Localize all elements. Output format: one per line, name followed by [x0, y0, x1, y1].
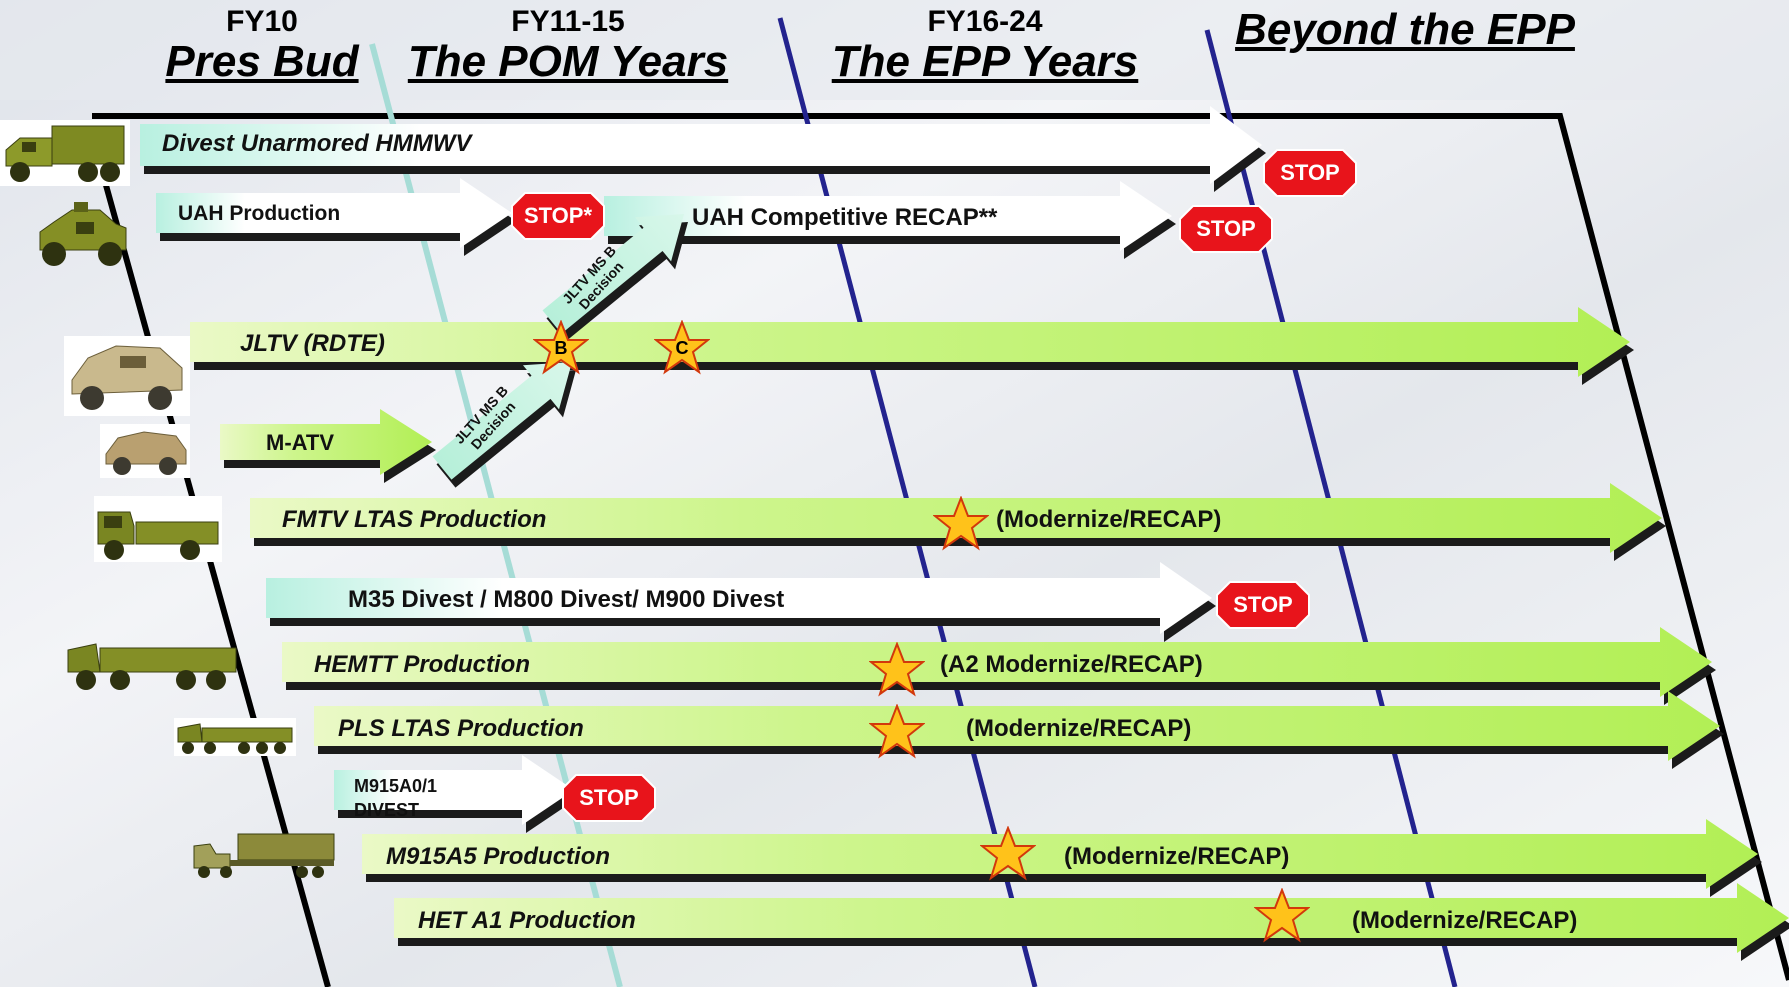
arrow-m915a0-divest: [334, 755, 574, 825]
stop-label: STOP: [1233, 592, 1293, 617]
tractor-trailer-icon: [193, 833, 335, 878]
arrow-jltv-to-recap-decision: [542, 214, 684, 334]
milestone-b-star: B: [532, 319, 590, 376]
row-label-m35-divest: M35 Divest / M800 Divest/ M900 Divest: [348, 586, 785, 613]
row-label-het: HET A1 Production: [418, 907, 636, 934]
stop-sign-uah: STOP*: [510, 192, 606, 240]
arrow-pls: [314, 691, 1720, 761]
hemtt-icon: [67, 643, 237, 690]
row-label-hemtt: HEMTT Production: [314, 651, 530, 678]
arrow-uah-recap: [604, 181, 1172, 251]
row-note-het: (Modernize/RECAP): [1352, 907, 1578, 934]
row-label-hmmwv-divest: Divest Unarmored HMMWV: [162, 130, 472, 157]
column-fy: FY16-24: [927, 5, 1043, 38]
column-fy: FY10: [226, 5, 298, 38]
row-label-jltv: JLTV (RDTE): [240, 330, 385, 357]
row-label-matv: M-ATV: [266, 430, 335, 455]
row-label-m915a5: M915A5 Production: [386, 843, 611, 870]
box-truck-icon: [0, 120, 130, 186]
stop-label: STOP: [1280, 160, 1340, 185]
row-label-m915a0-divest: M915A0/1 DIVEST: [354, 776, 438, 816]
row-note-hemtt: (A2 Modernize/RECAP): [940, 651, 1203, 678]
column-title: Beyond the EPP: [1235, 5, 1575, 54]
stop-sign-m915a0: STOP: [562, 774, 656, 822]
arrow-m35-divest: [266, 562, 1212, 634]
stop-sign-uah-recap: STOP: [1179, 205, 1273, 253]
stop-label: STOP: [1196, 216, 1256, 241]
hemtt-star: [868, 641, 926, 698]
column-fy: FY11-15: [511, 5, 625, 38]
row-note-pls: (Modernize/RECAP): [966, 715, 1192, 742]
m915a5-star: [979, 825, 1037, 882]
column-title: The EPP Years: [831, 37, 1139, 86]
pls-star: [868, 703, 926, 760]
milestone-c-star: C: [653, 319, 711, 376]
stop-label: STOP: [579, 785, 639, 810]
column-header-epp: FY16-24 The EPP Years: [830, 6, 1140, 86]
milestone-b-label: B: [554, 337, 568, 358]
arrow-hmmwv-divest: [140, 106, 1262, 184]
column-title: The POM Years: [407, 37, 729, 86]
arrow-matv-to-jltv-decision: [432, 361, 573, 480]
cargo-truck-icon: [94, 496, 222, 562]
row-label-uah-recap: UAH Competitive RECAP**: [692, 204, 998, 231]
arrow-hemtt: [282, 627, 1712, 697]
column-header-pom: FY11-15 The POM Years: [400, 6, 736, 86]
row-label-uah-production: UAH Production: [178, 202, 341, 225]
row-label-fmtv: FMTV LTAS Production: [282, 506, 547, 533]
arrow-m915a5: [362, 819, 1758, 889]
column-title: Pres Bud: [165, 37, 359, 86]
arrow-het: [394, 883, 1789, 953]
column-header-fy10: FY10 Pres Bud: [162, 6, 362, 86]
stop-sign-m35: STOP: [1216, 581, 1310, 629]
jltv-icon: [64, 336, 190, 416]
stop-label: STOP*: [523, 203, 593, 228]
humvee-icon: [39, 202, 127, 266]
row-note-fmtv: (Modernize/RECAP): [996, 506, 1222, 533]
fmtv-star: [932, 495, 990, 552]
matv-icon: [100, 424, 190, 478]
column-header-beyond: Beyond the EPP: [1230, 6, 1580, 54]
row-label-pls: PLS LTAS Production: [338, 715, 584, 742]
row-note-m915a5: (Modernize/RECAP): [1064, 843, 1290, 870]
het-star: [1253, 887, 1311, 944]
arrow-matv: [220, 409, 432, 475]
milestone-c-label: C: [675, 337, 689, 358]
pls-icon: [174, 718, 296, 756]
arrow-uah-production: [156, 178, 512, 248]
stop-sign-hmmwv: STOP: [1263, 149, 1357, 197]
